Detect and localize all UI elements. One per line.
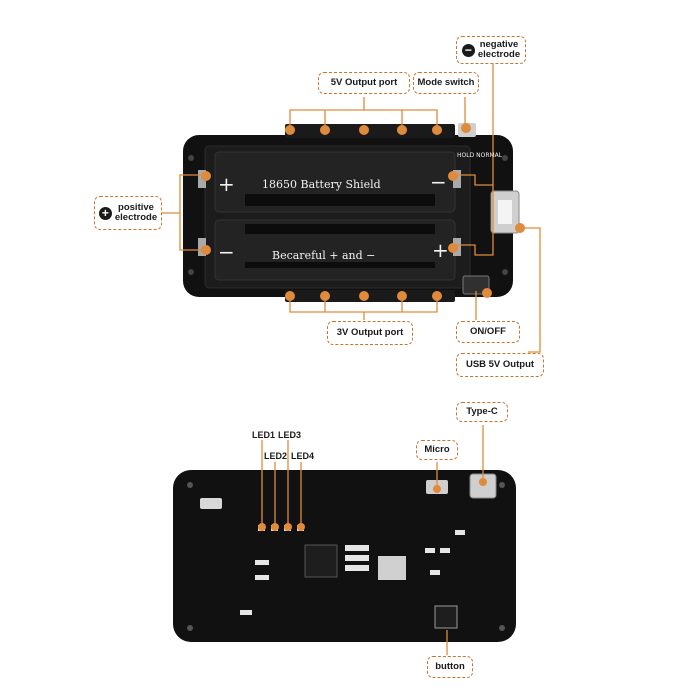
top-board xyxy=(183,123,520,302)
callout-3v-output-port: 3V Output port xyxy=(327,321,413,345)
callout-usb-5v-output-label: USB 5V Output xyxy=(465,359,535,370)
minus-circle-icon: − xyxy=(461,43,475,57)
bottom-board xyxy=(173,470,516,642)
silk-minus-bottom: − xyxy=(218,240,235,264)
callout-on-off-label: ON/OFF xyxy=(470,326,506,337)
silk-mode-text: HOLD NORMAL xyxy=(457,152,503,159)
silk-plus-bottom: + xyxy=(432,238,449,262)
callout-type-c: Type-C xyxy=(456,402,508,422)
silk-bottom-line: Becareful + and − xyxy=(272,249,376,262)
silk-plus-top: + xyxy=(218,172,235,196)
callout-3v-output-port-label: 3V Output port xyxy=(336,327,404,338)
callout-usb-5v-output: USB 5V Output xyxy=(456,353,544,377)
callout-type-c-label: Type-C xyxy=(466,406,498,417)
led4-label: LED4 xyxy=(291,451,315,461)
callout-5v-output-port: 5V Output port xyxy=(318,72,410,94)
callout-negative-electrode: − negative electrode xyxy=(456,36,526,64)
callout-micro: Micro xyxy=(416,440,458,460)
callout-mode-switch: Mode switch xyxy=(413,72,479,94)
callout-mode-switch-label: Mode switch xyxy=(417,77,475,88)
top-leader-lines xyxy=(162,64,541,353)
callout-button: button xyxy=(427,656,473,678)
callout-5v-output-port-label: 5V Output port xyxy=(330,77,398,88)
plus-circle-icon: + xyxy=(98,206,112,220)
callout-button-label: button xyxy=(435,661,465,672)
silk-minus-top: − xyxy=(430,170,447,194)
callout-micro-label: Micro xyxy=(424,444,450,455)
led2-label: LED2 xyxy=(264,451,288,461)
top-leader-dots xyxy=(201,123,525,301)
callout-negative-electrode-label: negative electrode xyxy=(477,39,521,60)
bottom-leader-lines xyxy=(261,425,484,655)
callout-positive-electrode-label: positive electrode xyxy=(114,202,158,223)
callout-on-off: ON/OFF xyxy=(456,321,520,343)
bottom-leader-dots xyxy=(258,478,487,531)
led1-label: LED1 xyxy=(252,430,276,440)
led3-label: LED3 xyxy=(278,430,302,440)
callout-positive-electrode: + positive electrode xyxy=(94,196,162,230)
silk-top-line: 18650 Battery Shield xyxy=(262,178,381,191)
